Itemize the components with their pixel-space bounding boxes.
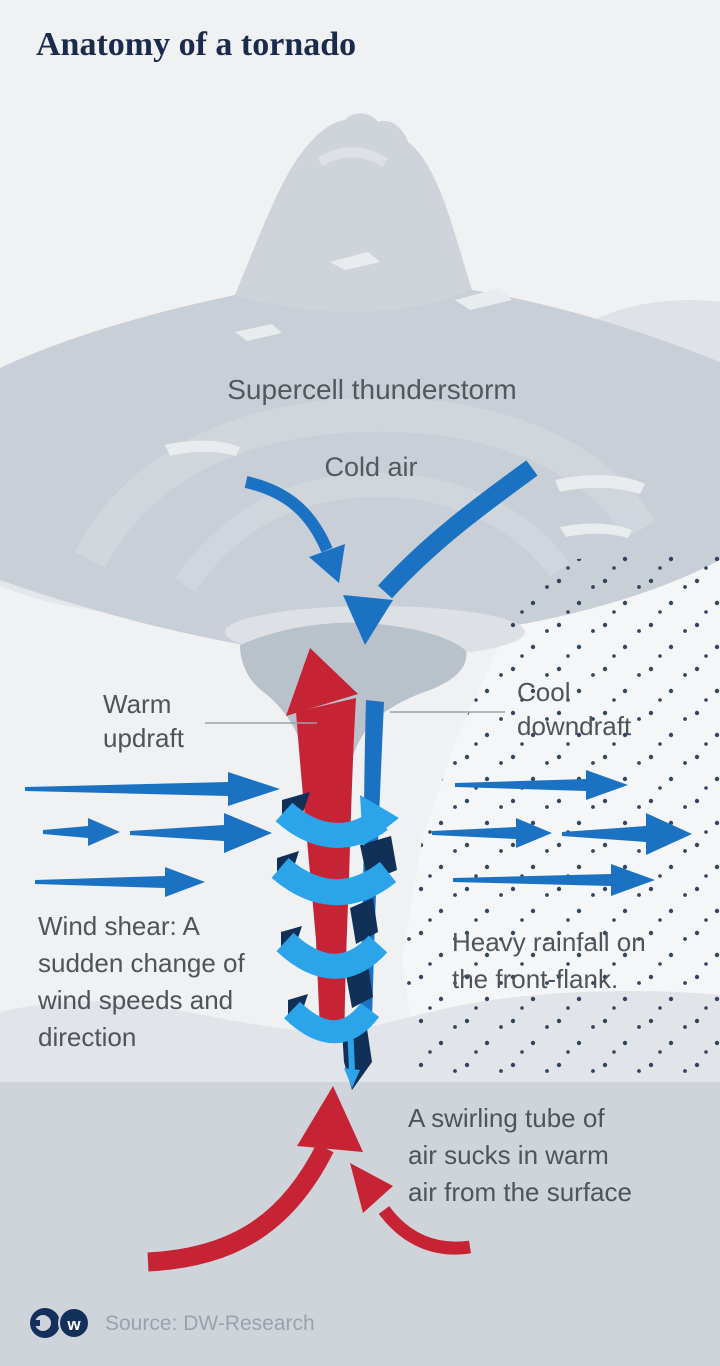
- rain-dots: [402, 546, 720, 1082]
- cool-downdraft-label: Cool downdraft: [517, 677, 632, 741]
- swirling-tube-label: A swirling tube of air sucks in warm air…: [408, 1103, 632, 1207]
- cloud-highlights: [165, 252, 645, 538]
- surface-inflow-arrows: [147, 1086, 471, 1272]
- tornado-vortex-spiral: [271, 792, 399, 1090]
- wind-shear-label: Wind shear: A sudden change of wind spee…: [38, 911, 245, 1052]
- heavy-rainfall-label: Heavy rainfall on the front-flank.: [452, 927, 646, 994]
- ground: [0, 1082, 720, 1366]
- cold-air-label: Cold air: [324, 452, 418, 482]
- cold-air-arrows: [244, 460, 538, 645]
- warm-updraft-label: Warm updraft: [103, 689, 184, 753]
- source-label: Source: DW-Research: [105, 1312, 315, 1335]
- supercell-label: Supercell thunderstorm: [227, 374, 517, 405]
- dw-logo-w: w: [66, 1315, 81, 1334]
- overshooting-top: [235, 113, 472, 312]
- wind-shear-arrows-right: [432, 770, 692, 896]
- wind-shear-arrows-left: [25, 772, 280, 897]
- dw-logo: w: [30, 1307, 90, 1339]
- leader-lines: [205, 711, 505, 724]
- page-title: Anatomy of a tornado: [36, 26, 357, 63]
- cloud-shape: [0, 113, 720, 663]
